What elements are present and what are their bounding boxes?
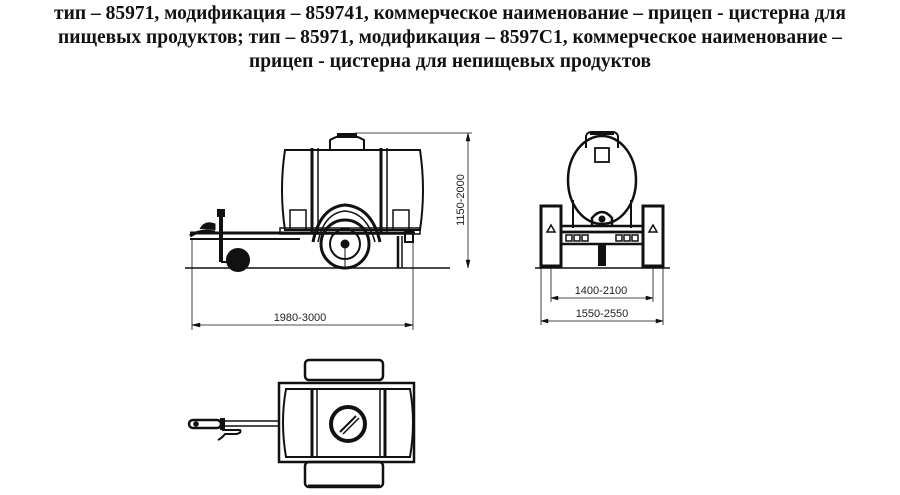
rear-view	[535, 131, 670, 325]
rear-width-dimension: 1550-2550	[576, 308, 629, 320]
top-view	[187, 358, 416, 489]
drawing-caption: тип – 85971, модификация – 859741, комме…	[0, 2, 900, 74]
side-height-dimension: 1150-2000	[455, 174, 467, 226]
caption-line-1: тип – 85971, модификация – 859741, комме…	[54, 3, 846, 24]
side-length-dimension: 1980-3000	[274, 312, 327, 324]
side-view	[185, 132, 472, 330]
rear-track-dimension: 1400-2100	[575, 285, 628, 297]
caption-line-2: пищевых продуктов; тип – 85971, модифика…	[58, 27, 842, 48]
caption-line-3: прицеп - цистерна для непищевых продукто…	[248, 51, 652, 72]
